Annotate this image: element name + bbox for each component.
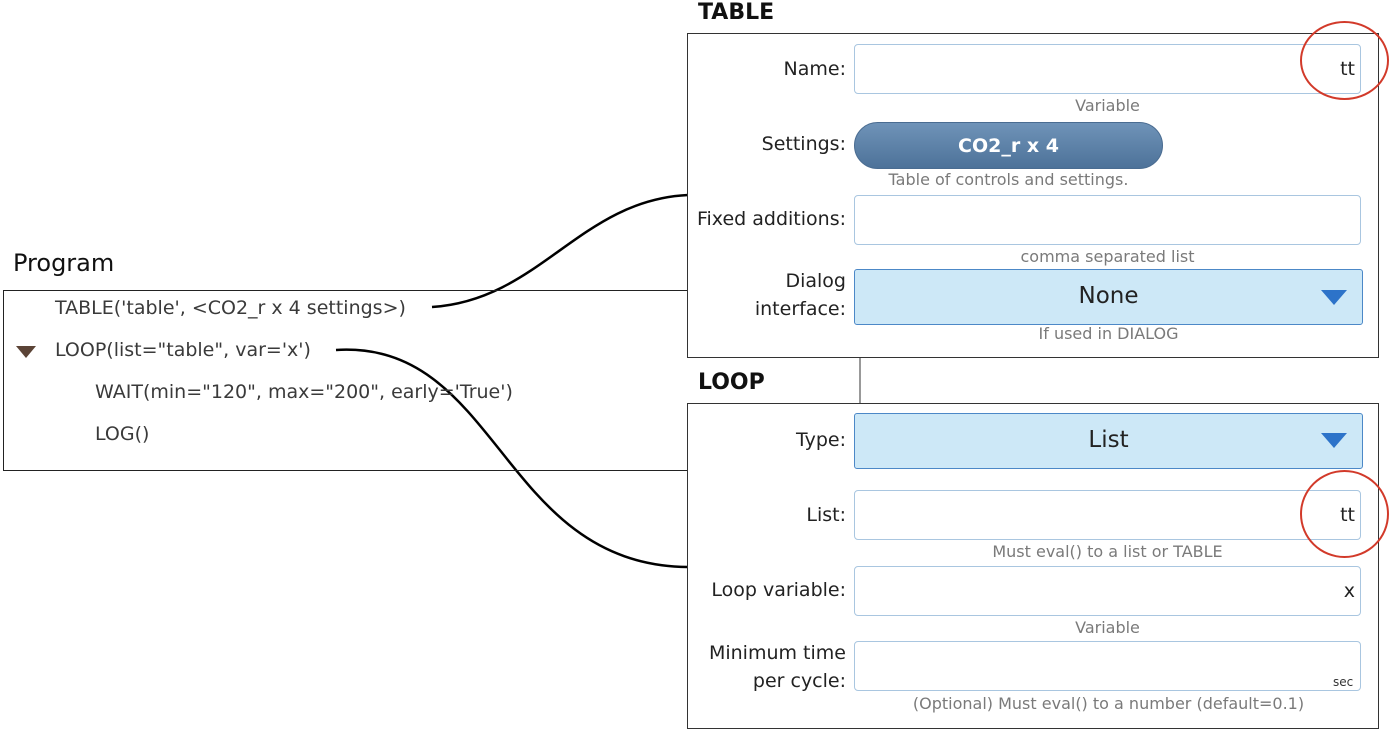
type-dropdown[interactable] bbox=[854, 413, 1363, 469]
min-time-unit: sec bbox=[1333, 675, 1354, 689]
connector-loop bbox=[335, 348, 689, 569]
program-line-wait[interactable]: WAIT(min="120", max="200", early='True') bbox=[95, 381, 513, 403]
loop-variable-input[interactable] bbox=[854, 566, 1361, 616]
fixed-additions-label: Fixed additions: bbox=[696, 208, 846, 230]
name-label: Name: bbox=[783, 58, 846, 80]
loop-variable-hint: Variable bbox=[1075, 618, 1140, 637]
dialog-interface-hint: If used in DIALOG bbox=[1038, 324, 1179, 343]
highlight-circle-list bbox=[1300, 470, 1389, 558]
settings-label: Settings: bbox=[761, 133, 846, 155]
list-input[interactable] bbox=[854, 490, 1361, 540]
program-line-log[interactable]: LOG() bbox=[95, 423, 150, 445]
collapse-triangle-icon[interactable] bbox=[16, 346, 36, 358]
program-title: Program bbox=[13, 249, 115, 277]
connector-table bbox=[431, 193, 689, 309]
min-time-label-line2: per cycle: bbox=[752, 670, 846, 692]
dialog-label-line2: interface: bbox=[754, 298, 846, 320]
program-line-loop[interactable]: LOOP(list="table", var='x') bbox=[55, 339, 311, 361]
table-section-title: TABLE bbox=[698, 0, 775, 25]
loop-variable-label: Loop variable: bbox=[711, 579, 846, 601]
dropdown-arrow-icon bbox=[1321, 433, 1347, 448]
min-time-label-line1: Minimum time bbox=[708, 642, 846, 664]
dialog-interface-value: None bbox=[1078, 283, 1139, 309]
loop-variable-value: x bbox=[1343, 580, 1355, 602]
name-input[interactable] bbox=[854, 44, 1361, 94]
settings-button[interactable]: CO2_r x 4 bbox=[854, 122, 1163, 169]
type-value: List bbox=[1088, 427, 1129, 453]
dialog-label-line1: Dialog bbox=[785, 270, 846, 292]
loop-section-title: LOOP bbox=[698, 370, 765, 395]
dropdown-arrow-icon bbox=[1321, 290, 1347, 305]
min-time-hint: (Optional) Must eval() to a number (defa… bbox=[912, 694, 1305, 713]
dialog-interface-dropdown[interactable] bbox=[854, 269, 1363, 325]
min-time-input[interactable] bbox=[854, 641, 1361, 691]
fixed-additions-hint: comma separated list bbox=[1020, 247, 1195, 266]
settings-hint: Table of controls and settings. bbox=[888, 170, 1129, 189]
type-label: Type: bbox=[795, 429, 846, 451]
fixed-additions-input[interactable] bbox=[854, 195, 1361, 245]
list-hint: Must eval() to a list or TABLE bbox=[992, 542, 1223, 561]
program-line-table[interactable]: TABLE('table', <CO2_r x 4 settings>) bbox=[55, 297, 406, 319]
list-label: List: bbox=[806, 504, 846, 526]
name-hint: Variable bbox=[1075, 96, 1140, 115]
highlight-circle-name bbox=[1300, 21, 1389, 100]
program-box bbox=[3, 290, 689, 471]
